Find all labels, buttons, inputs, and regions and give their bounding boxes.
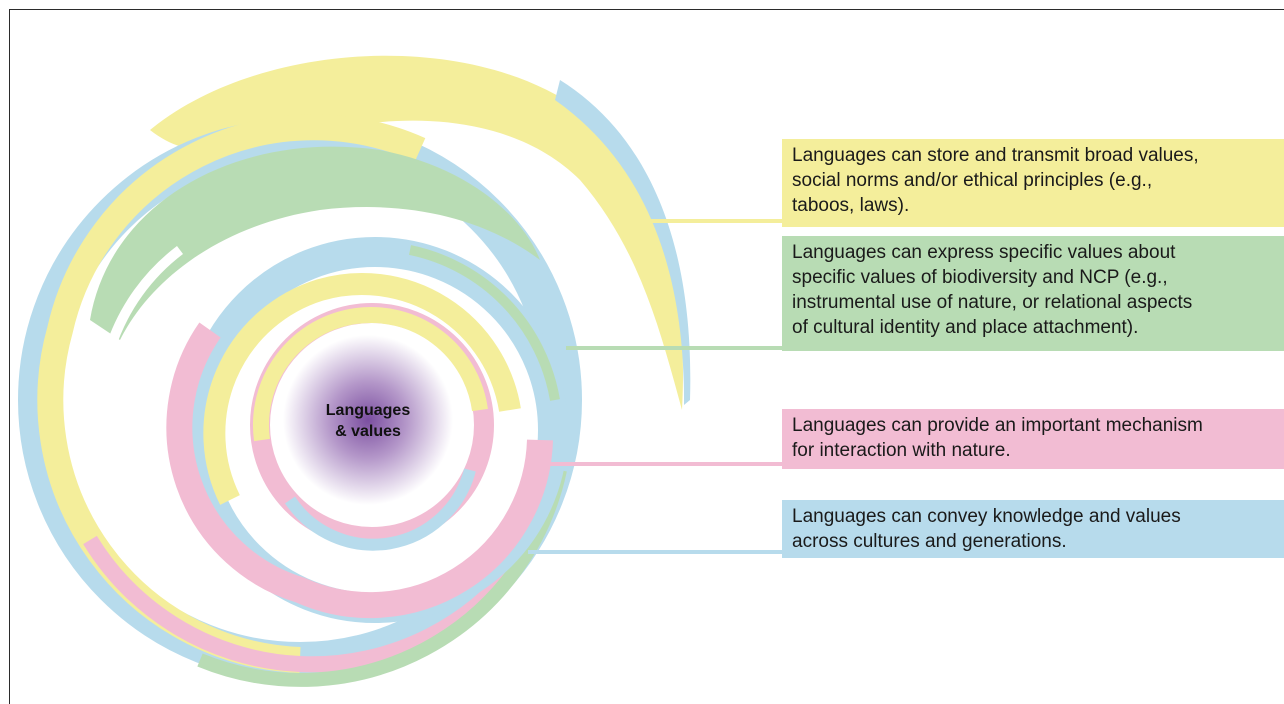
spiral-gap	[95, 246, 184, 472]
connector-line-green	[566, 346, 783, 350]
callout-line: Languages can store and transmit broad v…	[792, 145, 1199, 166]
callout-line: instrumental use of nature, or relationa…	[792, 292, 1193, 313]
connector-line-pink	[548, 462, 783, 466]
callout-specific-values: Languages can express specific values ab…	[782, 236, 1284, 351]
callout-line: for interaction with nature.	[792, 440, 1011, 461]
callout-line: Languages can convey knowledge and value…	[792, 506, 1181, 527]
center-label: Languages & values	[298, 400, 438, 442]
connector-line-blue	[528, 550, 783, 554]
callout-line: Languages can provide an important mecha…	[792, 415, 1203, 436]
callout-line: taboos, laws).	[792, 195, 910, 216]
callout-line: across cultures and generations.	[792, 531, 1067, 552]
callout-line: Languages can express specific values ab…	[792, 242, 1176, 263]
ring-inner-yellow	[252, 306, 488, 442]
callout-line: of cultural identity and place attachmen…	[792, 317, 1139, 338]
spiral-arm-green	[90, 146, 540, 340]
center-label-line1: Languages	[325, 402, 411, 419]
callout-line: social norms and/or ethical principles (…	[792, 170, 1153, 191]
callout-line: specific values of biodiversity and NCP …	[792, 267, 1168, 288]
callout-convey-knowledge: Languages can convey knowledge and value…	[782, 500, 1284, 558]
ring-middle-pink	[166, 322, 553, 619]
spiral-arm-blue-tail	[555, 80, 691, 405]
figure-frame	[9, 9, 1284, 704]
callout-broad-values: Languages can store and transmit broad v…	[782, 139, 1284, 227]
ring-middle-green	[408, 245, 560, 401]
ring-inner-blue	[285, 468, 476, 551]
center-label-line2: & values	[335, 423, 401, 440]
connector-line-yellow	[650, 219, 783, 223]
core-circle	[283, 335, 453, 505]
spiral-arm-yellow-tail	[150, 55, 684, 411]
spiral-gap	[419, 126, 604, 223]
ring-middle-yellow	[203, 273, 521, 505]
callout-interaction-with-nature: Languages can provide an important mecha…	[782, 409, 1284, 469]
